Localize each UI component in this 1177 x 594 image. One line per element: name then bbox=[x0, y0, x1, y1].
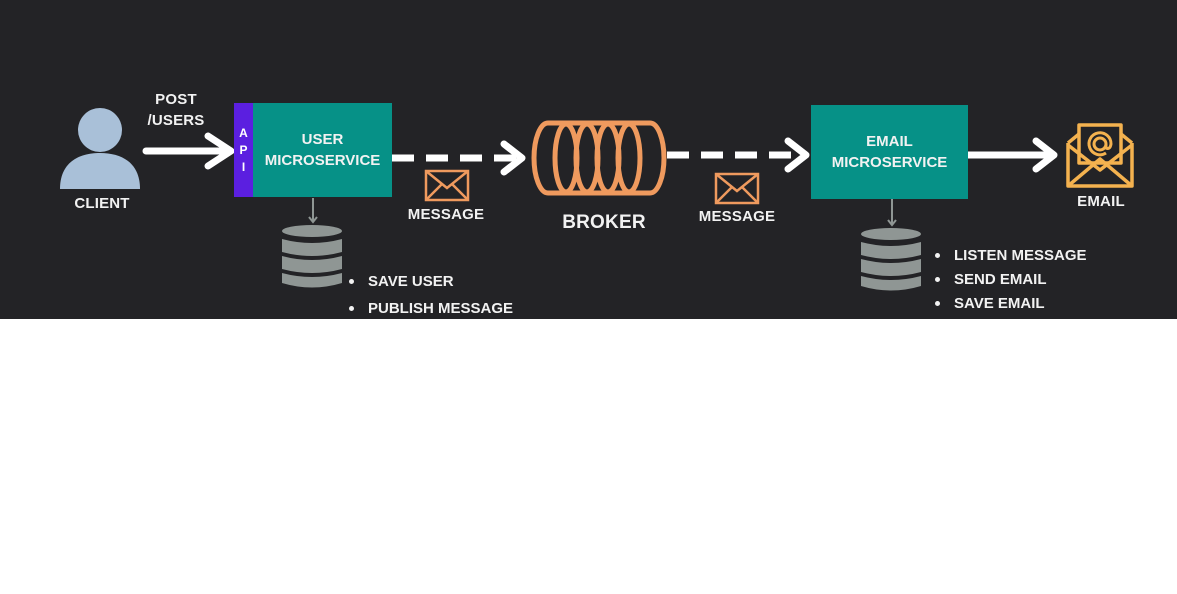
send-email-arrow bbox=[964, 137, 1058, 173]
user-service-task-list: SAVE USER PUBLISH MESSAGE bbox=[349, 268, 513, 319]
api-letter: A bbox=[239, 125, 248, 140]
database-icon bbox=[282, 225, 342, 288]
api-gateway-bar: A P I bbox=[234, 103, 253, 197]
user-service-title: USER bbox=[301, 131, 344, 148]
bullet-icon bbox=[935, 276, 940, 282]
api-letter: P bbox=[239, 142, 248, 157]
database-icon bbox=[861, 228, 921, 291]
broker-label: BROKER bbox=[562, 212, 646, 233]
task-label: LISTEN MESSAGE bbox=[954, 246, 1087, 264]
envelope-icon bbox=[424, 169, 470, 202]
consume-arrow bbox=[667, 137, 810, 173]
broker-queue-icon bbox=[531, 120, 667, 196]
envelope-icon bbox=[714, 172, 760, 205]
user-microservice-box: USER MICROSERVICE bbox=[253, 103, 392, 197]
message-label-left: MESSAGE bbox=[407, 206, 485, 223]
blank-canvas-area bbox=[0, 319, 1177, 594]
request-path: /USERS bbox=[147, 112, 205, 129]
architecture-diagram: CLIENT POST /USERS A P I USER MICROSERVI… bbox=[0, 0, 1177, 319]
list-item: SEND EMAIL bbox=[935, 267, 1087, 291]
email-label: EMAIL bbox=[1077, 193, 1125, 210]
client-icon bbox=[60, 108, 140, 189]
db-connector bbox=[887, 199, 897, 227]
task-label: SEND EMAIL bbox=[954, 270, 1047, 288]
bullet-icon bbox=[349, 279, 354, 284]
list-item: SAVE USER bbox=[349, 268, 513, 295]
email-service-subtitle: MICROSERVICE bbox=[831, 154, 948, 171]
task-label: PUBLISH MESSAGE bbox=[368, 300, 514, 317]
email-service-title: EMAIL bbox=[866, 133, 913, 150]
publish-arrow bbox=[392, 140, 526, 176]
list-item: SAVE EMAIL bbox=[935, 291, 1087, 315]
email-service-task-list: LISTEN MESSAGE SEND EMAIL SAVE EMAIL bbox=[935, 243, 1087, 315]
diagram-graphics bbox=[60, 108, 1134, 291]
email-microservice-box: EMAIL MICROSERVICE bbox=[811, 105, 968, 199]
task-label: SAVE EMAIL bbox=[954, 294, 1045, 312]
list-item: PUBLISH MESSAGE bbox=[349, 295, 513, 319]
bullet-icon bbox=[935, 300, 940, 306]
bullet-icon bbox=[935, 252, 940, 258]
api-letter: I bbox=[241, 159, 246, 174]
bullet-icon bbox=[349, 306, 354, 311]
email-at-icon bbox=[1066, 123, 1134, 188]
user-service-subtitle: MICROSERVICE bbox=[264, 152, 381, 169]
list-item: LISTEN MESSAGE bbox=[935, 243, 1087, 267]
db-connector bbox=[308, 198, 318, 224]
request-arrow bbox=[142, 132, 235, 170]
request-method: POST bbox=[155, 91, 197, 108]
message-label-right: MESSAGE bbox=[698, 208, 776, 225]
task-label: SAVE USER bbox=[368, 273, 454, 290]
client-label: CLIENT bbox=[74, 195, 130, 212]
